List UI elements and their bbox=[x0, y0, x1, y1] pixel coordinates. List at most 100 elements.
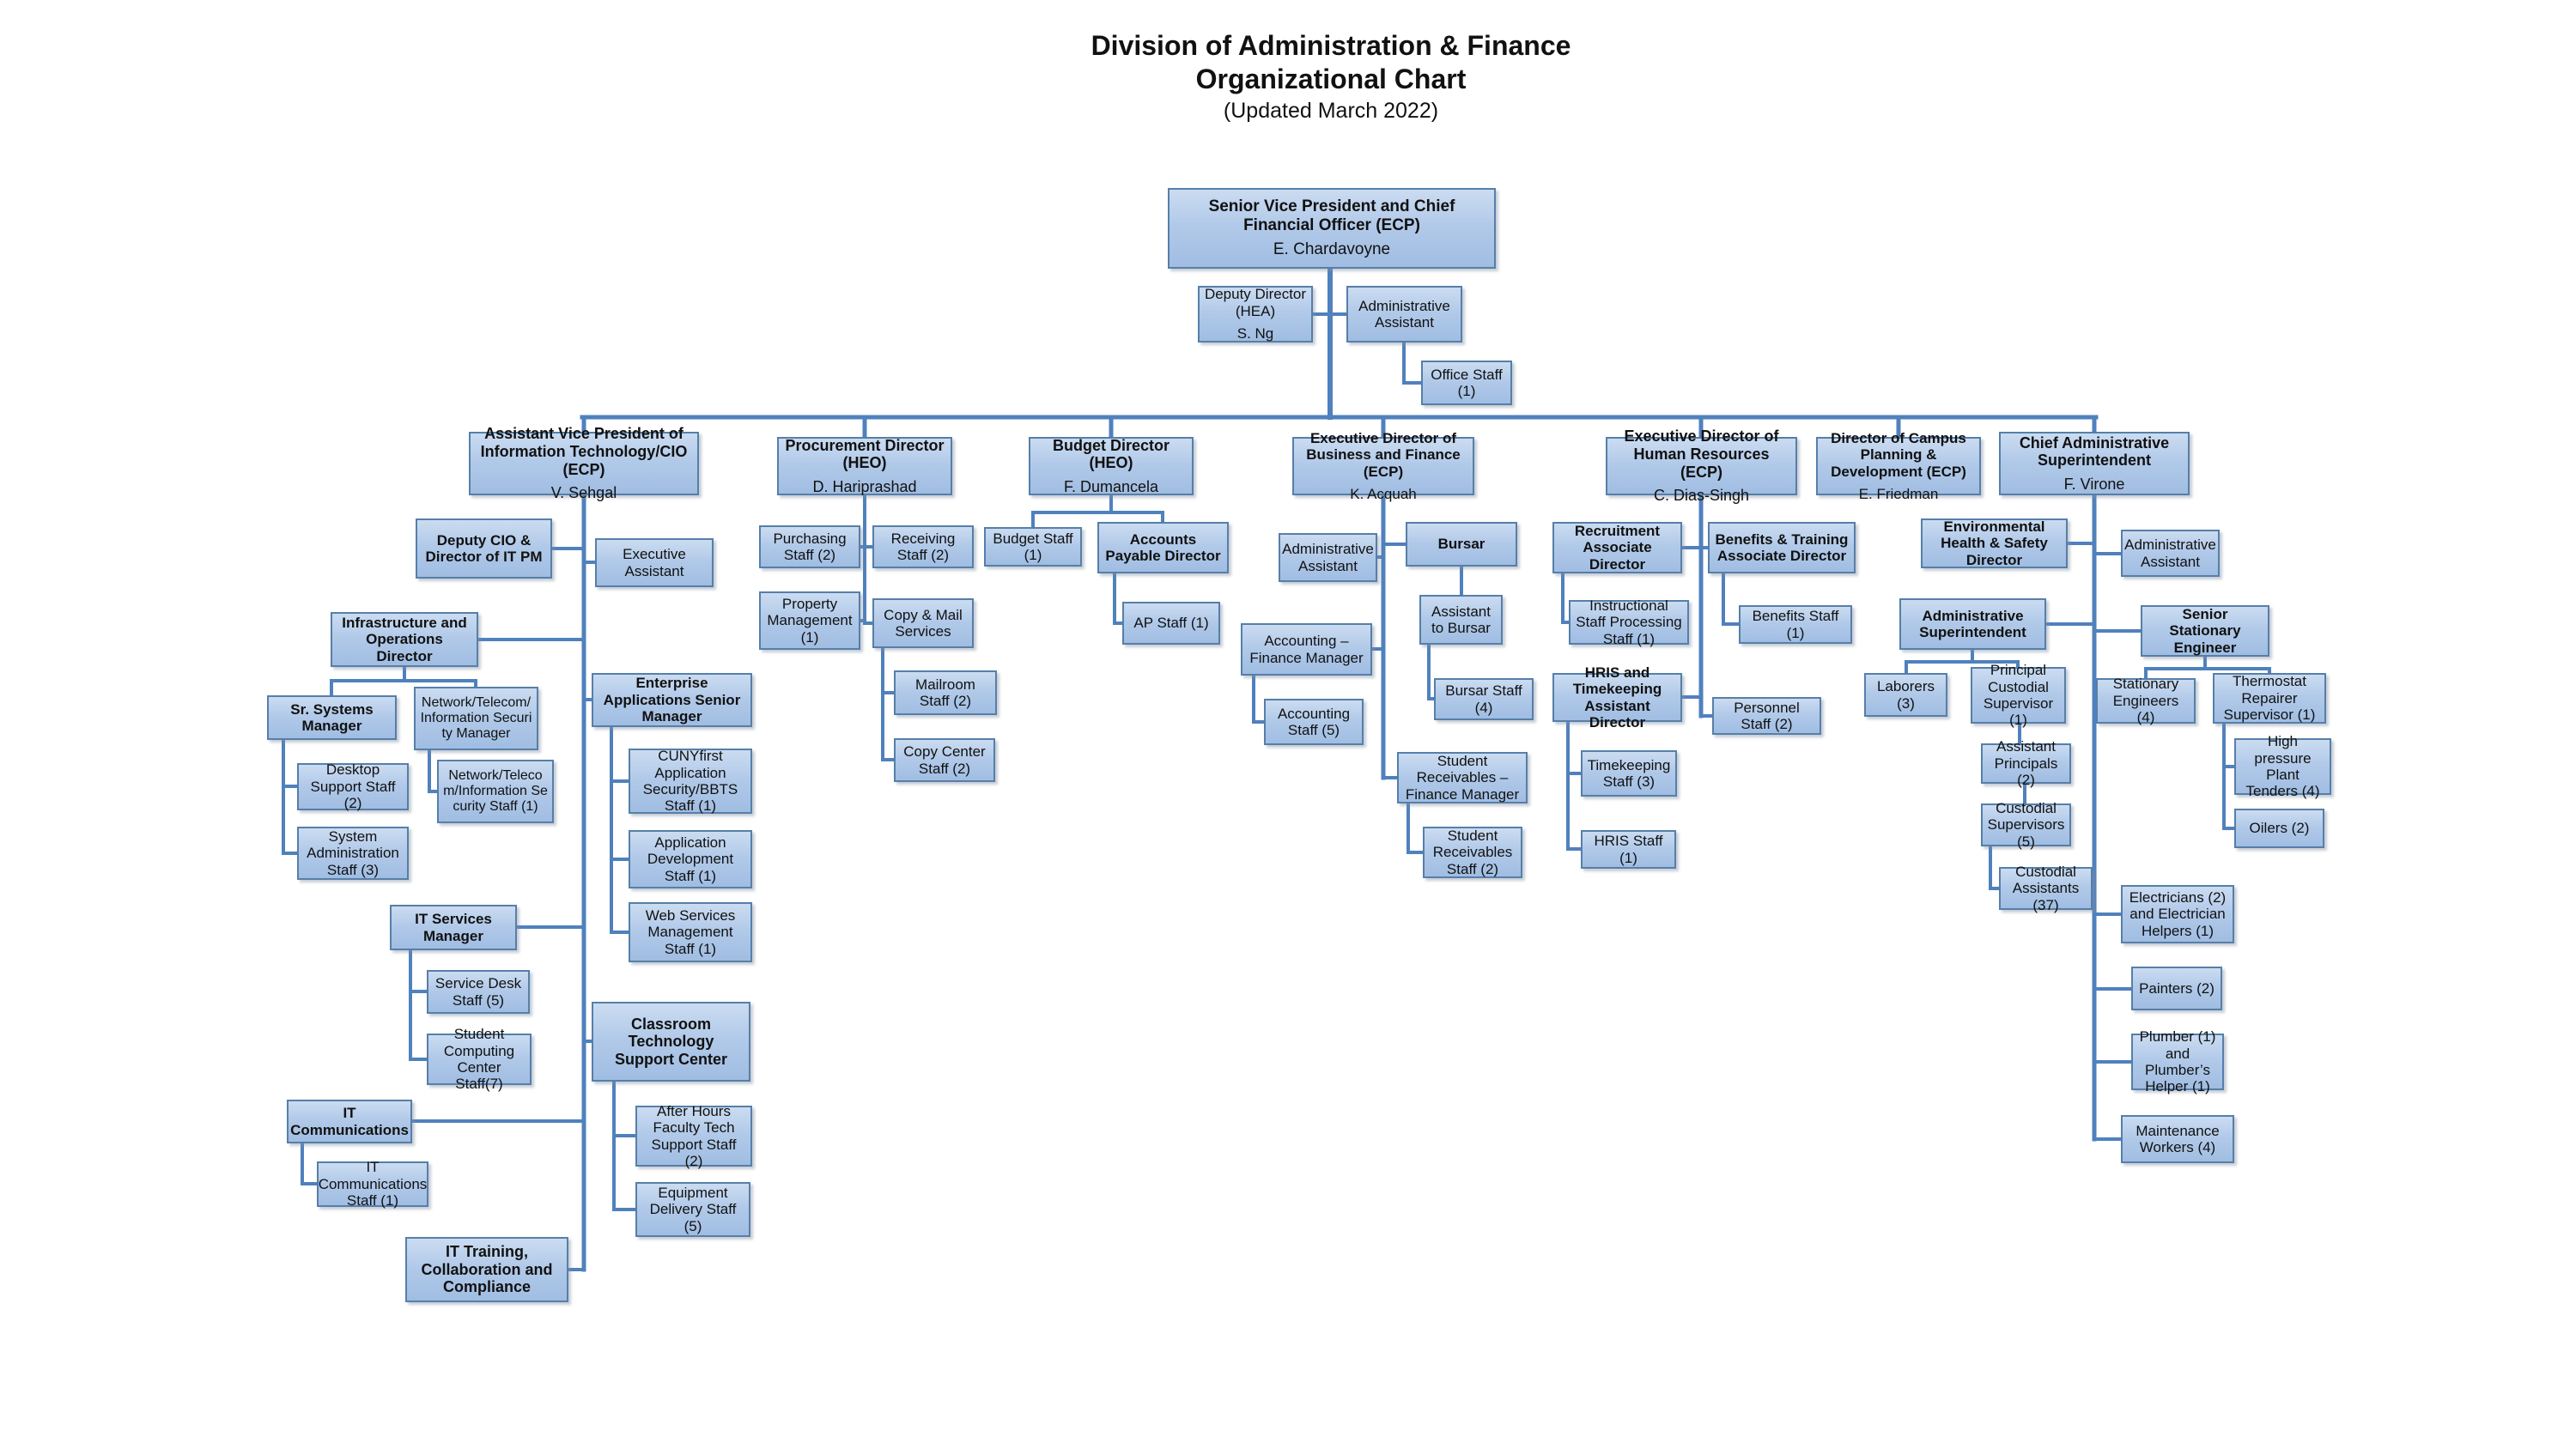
org-box-application-development-staff: Application Development Staff (1) bbox=[629, 830, 752, 888]
org-box-title: Copy Center Staff (2) bbox=[903, 743, 986, 777]
org-box-director-campus-planning: Director of Campus Planning & Developmen… bbox=[1816, 430, 1981, 502]
org-box-title: Mailroom Staff (2) bbox=[915, 676, 975, 709]
org-box-sr-systems-manager: Sr. Systems Manager bbox=[267, 695, 397, 740]
org-box-exec-director-business-finance: Executive Director of Business and Finan… bbox=[1292, 430, 1474, 502]
org-box-title: Deputy Director (HEA) bbox=[1204, 286, 1307, 319]
org-box-title: After Hours Faculty Tech Support Staff (… bbox=[651, 1102, 737, 1169]
org-box-title: Procurement Director (HEO) bbox=[785, 436, 945, 472]
org-box-senior-stationary-engineer: Senior Stationary Engineer bbox=[2141, 605, 2269, 657]
org-box-custodial-assistants: Custodial Assistants (37) bbox=[1999, 863, 2093, 913]
org-box-title: Environmental Health & Safety Director bbox=[1941, 518, 2048, 568]
org-box-title: Painters (2) bbox=[2139, 979, 2215, 997]
org-box-custodial-supervisors: Custodial Supervisors (5) bbox=[1981, 800, 2071, 850]
org-box-person: E. Chardavoyne bbox=[1273, 240, 1391, 259]
org-box-benefits-training-associate-director: Benefits & Training Associate Director bbox=[1708, 522, 1856, 573]
org-box-laborers: Laborers (3) bbox=[1864, 673, 1947, 717]
org-box-stationary-engineers: Stationary Engineers (4) bbox=[2096, 676, 2196, 726]
org-box-network-telecom-security-manager: Network/Telecom/Information Security Man… bbox=[414, 687, 538, 750]
org-box-person: V. Sehgal bbox=[550, 484, 617, 502]
org-box-title: IT Communications bbox=[290, 1105, 409, 1138]
org-box-title: Executive Director of Human Resources (E… bbox=[1624, 427, 1779, 481]
org-box-title: Maintenance Workers (4) bbox=[2136, 1122, 2220, 1155]
org-box-title: Enterprise Applications Senior Manager bbox=[603, 675, 741, 725]
org-box-senior-vp-cfo: Senior Vice President and Chief Financia… bbox=[1168, 188, 1496, 269]
org-box-it-training-collaboration-compliance: IT Training, Collaboration and Complianc… bbox=[405, 1237, 568, 1302]
org-box-principal-custodial-supervisor: Principal Custodial Supervisor (1) bbox=[1971, 662, 2066, 728]
org-box-recruitment-associate-director: Recruitment Associate Director bbox=[1552, 522, 1682, 573]
org-box-title: Network/Telecom/Information Security Man… bbox=[420, 694, 532, 742]
org-box-after-hours-faculty-tech-support-staff: After Hours Faculty Tech Support Staff (… bbox=[635, 1102, 752, 1169]
org-box-title: Accounts Payable Director bbox=[1105, 530, 1221, 564]
org-box-title: Budget Staff (1) bbox=[993, 530, 1073, 563]
org-box-title: Purchasing Staff (2) bbox=[773, 530, 847, 563]
org-box-student-receivables-finance-manager: Student Receivables – Finance Manager bbox=[1397, 752, 1528, 803]
org-box-person: K. Acquah bbox=[1350, 485, 1417, 502]
org-box-receiving-staff: Receiving Staff (2) bbox=[872, 525, 974, 568]
org-box-title: IT Communications Staff (1) bbox=[318, 1159, 428, 1210]
org-box-title: Custodial Assistants (37) bbox=[2012, 863, 2080, 913]
org-box-title: Laborers (3) bbox=[1876, 678, 1935, 712]
org-box-title: Executive Assistant bbox=[623, 546, 686, 579]
org-box-title: Administrative Superintendent bbox=[1919, 607, 2026, 640]
org-box-title: Chief Administrative Superintendent bbox=[2019, 433, 2170, 470]
org-box-copy-center-staff: Copy Center Staff (2) bbox=[894, 738, 995, 782]
org-box-executive-assistant: Executive Assistant bbox=[595, 538, 714, 587]
org-box-title: Property Management (1) bbox=[767, 595, 853, 646]
org-box-electricians-and-helpers: Electricians (2) and Electrician Helpers… bbox=[2121, 885, 2234, 943]
org-box-plumber-and-helper: Plumber (1) and Plumber’s Helper (1) bbox=[2131, 1028, 2224, 1094]
org-box-administrative-assistant-cas: Administrative Assistant bbox=[2121, 530, 2220, 577]
org-box-cunyfirst-application-security-bbts-staff: CUNYfirst Application Security/BBTS Staf… bbox=[629, 748, 752, 815]
org-box-title: Network/Telecom/Information Security Sta… bbox=[443, 767, 548, 815]
org-box-infrastructure-operations-director: Infrastructure and Operations Director bbox=[331, 612, 478, 667]
org-box-enterprise-applications-senior-manager: Enterprise Applications Senior Manager bbox=[592, 673, 752, 727]
org-box-title: Student Computing Center Staff(7) bbox=[443, 1026, 515, 1093]
org-box-it-communications-staff: IT Communications Staff (1) bbox=[317, 1159, 428, 1210]
org-box-service-desk-staff: Service Desk Staff (5) bbox=[427, 970, 530, 1014]
org-box-student-receivables-staff: Student Receivables Staff (2) bbox=[1423, 827, 1522, 878]
org-box-maintenance-workers: Maintenance Workers (4) bbox=[2121, 1115, 2234, 1163]
org-box-budget-director: Budget Director (HEO)F. Dumancela bbox=[1029, 437, 1194, 495]
org-box-it-services-manager: IT Services Manager bbox=[390, 905, 517, 950]
org-box-environmental-health-safety-director: Environmental Health & Safety Director bbox=[1921, 518, 2068, 568]
org-box-title: Assistant Principals (2) bbox=[1994, 738, 2058, 789]
org-box-title: Principal Custodial Supervisor (1) bbox=[1983, 662, 2054, 729]
org-box-title: Instructional Staff Processing Staff (1) bbox=[1576, 597, 1682, 647]
org-box-benefits-staff: Benefits Staff (1) bbox=[1739, 605, 1852, 644]
org-box-bursar-staff: Bursar Staff (4) bbox=[1434, 678, 1534, 720]
org-box-title: Stationary Engineers (4) bbox=[2112, 676, 2179, 726]
org-box-title: Infrastructure and Operations Director bbox=[342, 614, 467, 664]
org-box-title: Service Desk Staff (5) bbox=[434, 975, 522, 1009]
org-box-deputy-cio-director-it-pm: Deputy CIO & Director of IT PM bbox=[416, 518, 552, 579]
org-box-network-telecom-security-staff: Network/Telecom/Information Security Sta… bbox=[437, 760, 554, 823]
org-box-title: Student Receivables Staff (2) bbox=[1432, 827, 1513, 877]
org-box-title: Executive Director of Business and Finan… bbox=[1306, 429, 1461, 480]
org-box-title: Benefits Staff (1) bbox=[1752, 608, 1839, 641]
org-box-title: Application Development Staff (1) bbox=[647, 834, 734, 884]
org-box-desktop-support-staff: Desktop Support Staff (2) bbox=[297, 761, 409, 811]
org-box-title: Thermostat Repairer Supervisor (1) bbox=[2223, 673, 2316, 724]
org-box-equipment-delivery-staff: Equipment Delivery Staff (5) bbox=[635, 1182, 750, 1237]
org-box-accounts-payable-director: Accounts Payable Director bbox=[1097, 522, 1229, 573]
org-box-accounting-staff: Accounting Staff (5) bbox=[1264, 699, 1364, 745]
org-box-person: S. Ng bbox=[1236, 325, 1274, 343]
org-box-student-computing-center-staff: Student Computing Center Staff(7) bbox=[427, 1026, 532, 1092]
org-box-title: Student Receivables – Finance Manager bbox=[1405, 752, 1520, 803]
org-box-assistant-principals: Assistant Principals (2) bbox=[1981, 738, 2071, 788]
org-box-title: Electricians (2) and Electrician Helpers… bbox=[2129, 888, 2227, 939]
org-box-title: Personnel Staff (2) bbox=[1734, 699, 1800, 732]
org-box-person: F. Virone bbox=[2063, 475, 2125, 493]
org-box-administrative-superintendent: Administrative Superintendent bbox=[1899, 598, 2046, 650]
org-box-web-services-management-staff: Web Services Management Staff (1) bbox=[629, 902, 752, 962]
org-box-purchasing-staff: Purchasing Staff (2) bbox=[759, 525, 860, 568]
org-box-title: Custodial Supervisors (5) bbox=[1987, 799, 2065, 850]
org-box-mailroom-staff: Mailroom Staff (2) bbox=[894, 670, 997, 715]
org-box-hris-timekeeping-assistant-director: HRIS and Timekeeping Assistant Director bbox=[1552, 664, 1682, 731]
org-box-exec-director-human-resources: Executive Director of Human Resources (E… bbox=[1606, 427, 1797, 504]
chart-title-line1: Division of Administration & Finance bbox=[1091, 30, 1571, 61]
org-box-title: Bursar Staff (4) bbox=[1445, 682, 1522, 716]
org-box-classroom-technology-support-center: Classroom Technology Support Center bbox=[592, 1002, 750, 1082]
org-box-property-management: Property Management (1) bbox=[759, 591, 860, 650]
org-box-title: CUNYfirst Application Security/BBTS Staf… bbox=[642, 748, 738, 815]
org-box-title: Plumber (1) and Plumber’s Helper (1) bbox=[2139, 1028, 2216, 1095]
